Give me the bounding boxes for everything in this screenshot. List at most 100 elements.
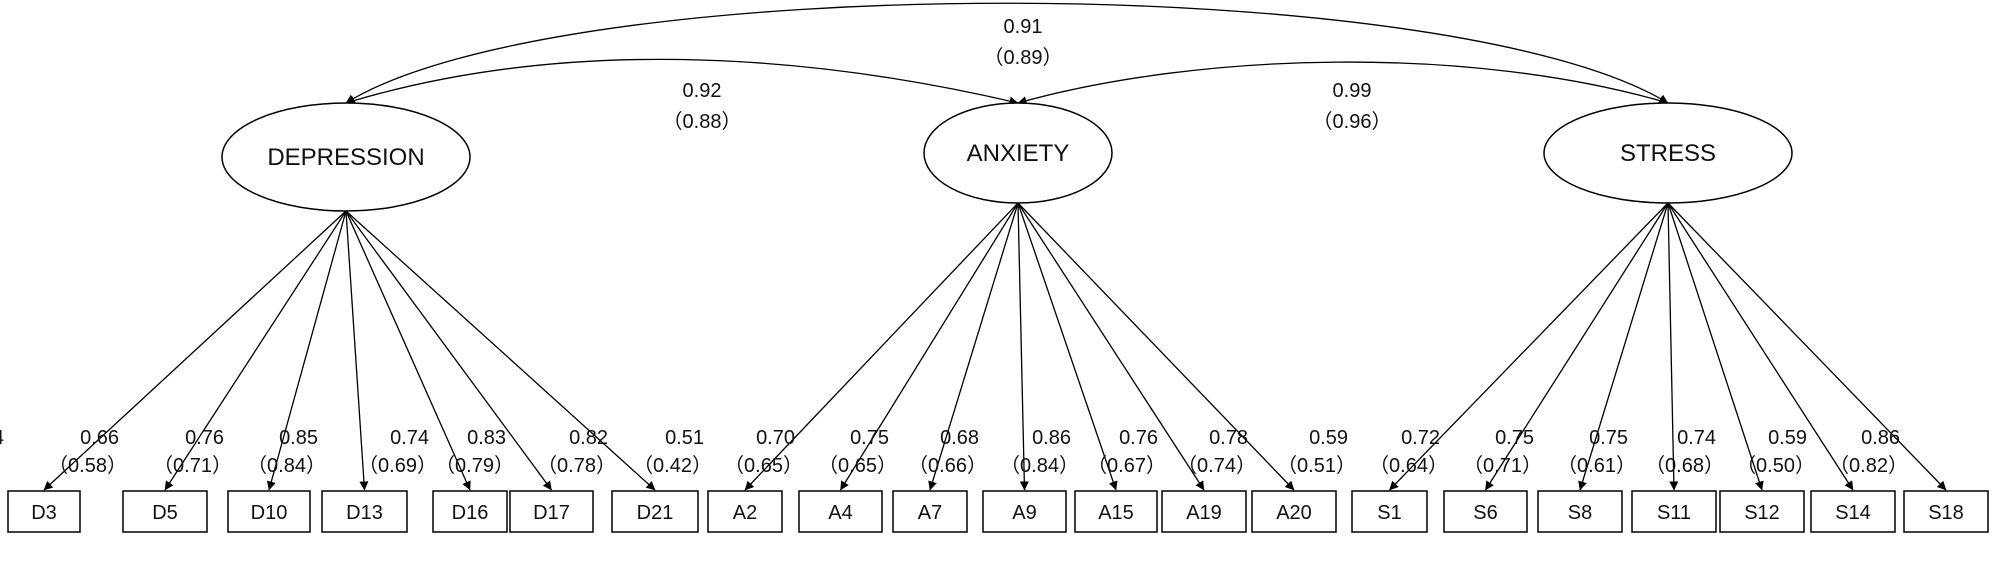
loading-value: 0.76	[1119, 427, 1158, 449]
loading-path	[1017, 202, 1205, 491]
loading-value: 0.70	[756, 427, 795, 449]
loading-value-alt: （0.71）	[1463, 454, 1542, 477]
indicator-box	[1719, 490, 1805, 533]
indicator-box	[1903, 490, 1989, 533]
loading-value: 0.78	[1209, 427, 1248, 449]
indicator-a19: A19	[1161, 490, 1247, 533]
indicator-box	[432, 490, 508, 533]
indicator-s6: S6	[1443, 490, 1528, 533]
loading-value: 0.72	[1401, 427, 1440, 449]
loading-path	[1389, 202, 1669, 491]
loading-path	[1484, 202, 1669, 491]
loading-value-alt: （0.50）	[1736, 454, 1815, 477]
loading-value: 0.74	[0, 427, 4, 449]
latent-ellipse	[221, 102, 471, 212]
loading-value-alt: （0.64）	[1369, 454, 1448, 477]
latent-dep: DEPRESSION	[221, 102, 471, 212]
indicator-s1: S1	[1351, 490, 1428, 533]
loading-value-alt: （0.82）	[1829, 454, 1908, 477]
loading-value-alt: （0.42）	[633, 454, 712, 477]
loading-path	[345, 210, 553, 491]
indicator-label: A20	[1276, 502, 1312, 524]
loading-path	[1667, 202, 1854, 491]
loading-value: 0.75	[1589, 427, 1628, 449]
loading-value: 0.59	[1309, 427, 1348, 449]
indicator-s14: S14	[1810, 490, 1896, 533]
loading-value-alt: （0.61）	[1557, 454, 1636, 477]
loading-value: 0.75	[850, 427, 889, 449]
loading-value: 0.85	[279, 427, 318, 449]
indicator-s8: S8	[1537, 490, 1623, 533]
loading-value-alt: （0.84）	[247, 454, 326, 477]
loading-value-alt: （0.66）	[908, 454, 987, 477]
latent-label: STRESS	[1620, 140, 1716, 167]
indicator-d17: D17	[509, 490, 594, 533]
loading-path	[839, 202, 1019, 491]
loading-value-alt: （0.69）	[358, 454, 437, 477]
indicator-label: D17	[533, 502, 570, 524]
indicator-a4: A4	[798, 490, 883, 533]
indicator-box	[1443, 490, 1528, 533]
indicator-a20: A20	[1251, 490, 1337, 533]
indicator-box	[798, 490, 883, 533]
indicator-label: D3	[31, 502, 57, 524]
loading-value: 0.75	[1495, 427, 1534, 449]
indicator-label: S6	[1473, 502, 1497, 524]
indicator-label: D10	[251, 502, 288, 524]
indicator-box	[1251, 490, 1337, 533]
indicator-label: A15	[1098, 502, 1134, 524]
indicator-box	[321, 490, 408, 533]
latent-label: DEPRESSION	[267, 144, 424, 171]
loading-value: 0.66	[80, 427, 119, 449]
loading-value-alt: （0.73）	[0, 454, 12, 477]
indicator-label: A2	[733, 502, 757, 524]
indicator-a9: A9	[982, 490, 1067, 533]
loading-value-alt: （0.67）	[1087, 454, 1166, 477]
correlation-arc-anx-str	[1017, 61, 1669, 106]
indicator-box	[707, 490, 783, 533]
loading-path	[43, 210, 347, 491]
loading-value-alt: （0.58）	[48, 454, 127, 477]
loading-path	[164, 210, 347, 491]
correlation-arc-dep-str	[345, 2, 1669, 104]
loading-path	[345, 210, 369, 491]
indicator-box	[7, 490, 81, 533]
latent-ellipse	[923, 102, 1113, 204]
loading-path	[1017, 202, 1295, 491]
loading-path	[1667, 202, 1764, 491]
loading-path	[1667, 202, 1947, 491]
loading-value-alt: （0.79）	[435, 454, 514, 477]
loading-path	[1578, 202, 1669, 491]
loading-value-alt: （0.51）	[1277, 454, 1356, 477]
loading-path	[1017, 202, 1029, 491]
latent-label: ANXIETY	[967, 140, 1070, 167]
loading-path	[744, 202, 1019, 491]
loading-value: 0.68	[940, 427, 979, 449]
loading-path	[345, 210, 656, 491]
indicator-d10: D10	[227, 490, 311, 533]
loading-value: 0.76	[185, 427, 224, 449]
indicator-box	[1351, 490, 1428, 533]
indicator-label: D13	[346, 502, 383, 524]
loading-value-alt: （0.65）	[818, 454, 897, 477]
correlation-value-alt: （0.88）	[663, 110, 742, 133]
indicator-label: D5	[152, 502, 178, 524]
indicator-box	[1537, 490, 1623, 533]
loading-path	[266, 210, 347, 491]
indicator-box	[1161, 490, 1247, 533]
indicator-a7: A7	[892, 490, 968, 533]
labels-layer: 0.91（0.89）0.92（0.88）0.99（0.96）0.74（0.73）…	[0, 16, 1908, 477]
indicator-box	[892, 490, 968, 533]
correlation-layer	[345, 2, 1669, 106]
latent-anx: ANXIETY	[923, 102, 1113, 204]
loading-value: 0.51	[665, 427, 704, 449]
correlation-value: 0.99	[1333, 80, 1372, 102]
loading-paths-layer	[43, 202, 1947, 491]
indicator-d16: D16	[432, 490, 508, 533]
correlation-value: 0.92	[683, 80, 722, 102]
indicator-d13: D13	[321, 490, 408, 533]
indicator-box	[122, 490, 208, 533]
indicator-label: D16	[452, 502, 489, 524]
